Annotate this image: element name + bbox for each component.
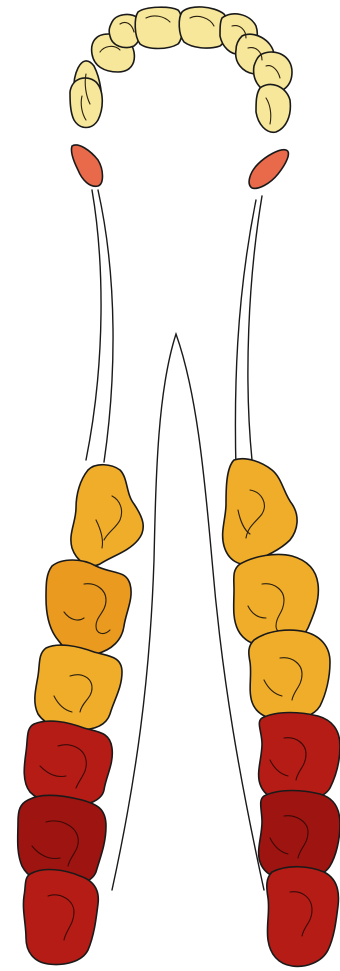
right-molar bbox=[259, 713, 340, 803]
right-inner-line bbox=[235, 200, 256, 470]
canines-group bbox=[71, 145, 288, 188]
left-premolar bbox=[35, 645, 122, 730]
left-canine bbox=[71, 145, 102, 186]
left-premolar bbox=[71, 465, 143, 566]
left-premolar bbox=[46, 560, 131, 655]
right-premolar bbox=[223, 459, 297, 564]
right-canine bbox=[249, 150, 288, 189]
right-molar bbox=[267, 867, 339, 967]
left-outer-line bbox=[86, 190, 101, 460]
left-cheek-teeth-group bbox=[18, 465, 144, 965]
left-molar bbox=[23, 870, 98, 965]
front-tooth bbox=[256, 84, 290, 132]
left-molar bbox=[24, 721, 112, 806]
right-cheek-teeth-group bbox=[223, 459, 340, 967]
front-teeth-group bbox=[70, 7, 292, 132]
right-premolar bbox=[249, 630, 330, 720]
front-tooth bbox=[135, 7, 182, 48]
